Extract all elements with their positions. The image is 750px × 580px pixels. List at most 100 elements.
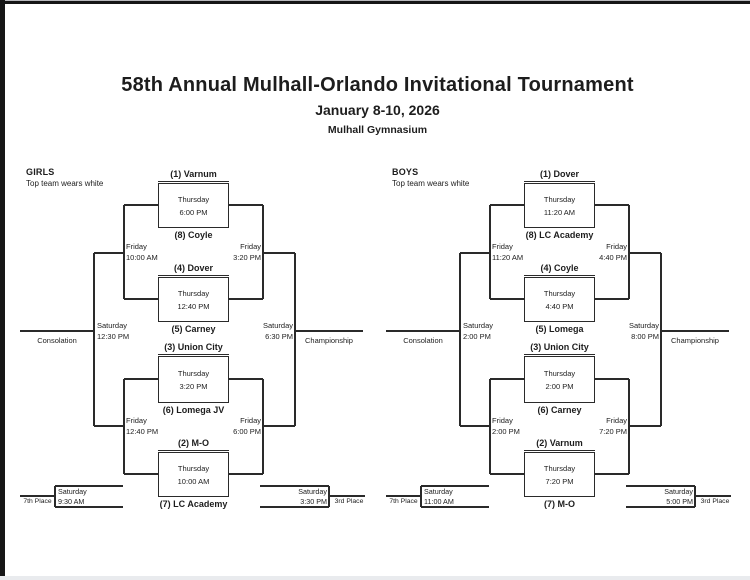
game-time: 12:40 PM [177, 301, 210, 311]
round-time: 9:30 AM [58, 497, 85, 506]
round-day: Friday [606, 242, 627, 251]
game-time: 3:20 PM [179, 381, 208, 391]
third-place-schedule: Saturday 5:00 PM [631, 487, 693, 507]
bracket-lines [386, 204, 731, 508]
consolation-semi-2-label: Friday 2:00 PM [492, 415, 552, 437]
seventh-place-schedule: Saturday 9:30 AM [58, 487, 87, 507]
game-box: Thursday 2:00 PM [524, 356, 595, 403]
game-box: Thursday 10:00 AM [158, 452, 229, 497]
consolation-semi-1-label: Friday 10:00 AM [126, 241, 186, 263]
round-time: 10:00 AM [126, 253, 158, 262]
round-time: 8:00 PM [631, 332, 659, 341]
game-day: Thursday [177, 463, 210, 473]
round-time: 2:00 PM [492, 427, 520, 436]
game-day: Thursday [543, 288, 576, 298]
uniform-note: Top team wears white [26, 179, 104, 188]
team-label-bottom: (6) Carney [537, 405, 582, 415]
team-label-bottom: (7) LC Academy [159, 499, 228, 509]
championship-label: Championship [305, 336, 353, 345]
team-label-bottom: (8) Coyle [174, 230, 213, 240]
round-time: 7:20 PM [599, 427, 627, 436]
division-label: GIRLS [26, 167, 55, 177]
scan-border-top [0, 0, 750, 4]
round-time: 11:20 AM [492, 253, 524, 262]
seventh-place-schedule: Saturday 11:00 AM [424, 487, 454, 507]
semifinal-1-label: Friday 3:20 PM [201, 241, 261, 263]
team-label-top: (2) Varnum [524, 438, 595, 451]
round-day: Saturday [298, 487, 327, 496]
team-label-bottom: (5) Carney [171, 324, 216, 334]
team-label-bottom: (7) M-O [544, 499, 575, 509]
round-day: Saturday [424, 487, 453, 496]
consolation-label: Consolation [403, 336, 443, 345]
round-day: Saturday [664, 487, 693, 496]
championship-label: Championship [671, 336, 719, 345]
round-day: Saturday [262, 321, 293, 330]
seventh-place-label: 7th Place [23, 498, 52, 505]
game-box: Thursday 7:20 PM [524, 452, 595, 497]
team-label-top: (1) Dover [524, 169, 595, 182]
team-label-bottom: (5) Lomega [535, 324, 584, 334]
consolation-semi-2-label: Friday 12:40 PM [126, 415, 186, 437]
game-day: Thursday [177, 288, 210, 298]
round-day: Saturday [628, 321, 659, 330]
round-time: 6:30 PM [265, 332, 293, 341]
tournament-header: 58th Annual Mulhall-Orlando Invitational… [5, 74, 750, 136]
round-time: 5:00 PM [666, 497, 693, 506]
round-time: 3:20 PM [233, 253, 261, 262]
round-day: Saturday [463, 321, 494, 330]
team-label-top: (1) Varnum [158, 169, 229, 182]
game-day: Thursday [543, 463, 576, 473]
seventh-place-label: 7th Place [389, 498, 418, 505]
round-time: 4:40 PM [599, 253, 627, 262]
uniform-note: Top team wears white [392, 179, 470, 188]
game-day: Thursday [543, 194, 576, 204]
game-box: Thursday 3:20 PM [158, 356, 229, 403]
game-day: Thursday [177, 194, 210, 204]
girls-bracket: GIRLS Top team wears white (1) Varnum Th… [20, 167, 365, 509]
team-label-top: (4) Dover [158, 263, 229, 276]
game-time: 10:00 AM [177, 476, 210, 486]
game-day: Thursday [543, 368, 576, 378]
tournament-dates: January 8-10, 2026 [315, 102, 440, 118]
bracket-lines [20, 204, 365, 508]
scan-border-left [0, 0, 5, 580]
third-place-label: 3rd Place [334, 498, 364, 505]
consolation-label: Consolation [37, 336, 77, 345]
round-day: Friday [606, 416, 627, 425]
round-day: Saturday [58, 487, 87, 496]
round-day: Friday [240, 416, 261, 425]
game-day: Thursday [177, 368, 210, 378]
round-day: Friday [126, 416, 147, 425]
round-day: Friday [492, 416, 513, 425]
round-time: 6:00 PM [233, 427, 261, 436]
game-box: Thursday 11:20 AM [524, 183, 595, 228]
scan-border-bottom [0, 576, 750, 580]
semifinal-2-label: Friday 6:00 PM [201, 415, 261, 437]
consolation-semi-1-label: Friday 11:20 AM [492, 241, 552, 263]
game-time: 11:20 AM [543, 207, 576, 217]
championship-schedule: Saturday 8:00 PM [599, 320, 659, 342]
game-box: Thursday 4:40 PM [524, 277, 595, 322]
game-box: Thursday 12:40 PM [158, 277, 229, 322]
team-label-bottom: (8) LC Academy [525, 230, 594, 240]
game-box: Thursday 6:00 PM [158, 183, 229, 228]
round-day: Friday [240, 242, 261, 251]
division-label: BOYS [392, 167, 419, 177]
round-day: Friday [126, 242, 147, 251]
team-label-top: (3) Union City [524, 342, 595, 355]
consolation-final-schedule: Saturday 2:00 PM [463, 320, 523, 342]
team-label-bottom: (6) Lomega JV [162, 405, 225, 415]
scan-border-top-highlight [0, 0, 750, 1]
consolation-final-schedule: Saturday 12:30 PM [97, 320, 157, 342]
round-time: 3:30 PM [300, 497, 327, 506]
third-place-label: 3rd Place [700, 498, 730, 505]
championship-schedule: Saturday 6:30 PM [233, 320, 293, 342]
boys-bracket: BOYS Top team wears white (1) Dover Thur… [366, 0, 750, 580]
game-time: 4:40 PM [545, 301, 574, 311]
round-time: 2:00 PM [463, 332, 491, 341]
team-label-top: (4) Coyle [524, 263, 595, 276]
team-label-top: (3) Union City [158, 342, 229, 355]
third-place-schedule: Saturday 3:30 PM [265, 487, 327, 507]
tournament-venue: Mulhall Gymnasium [327, 124, 428, 136]
